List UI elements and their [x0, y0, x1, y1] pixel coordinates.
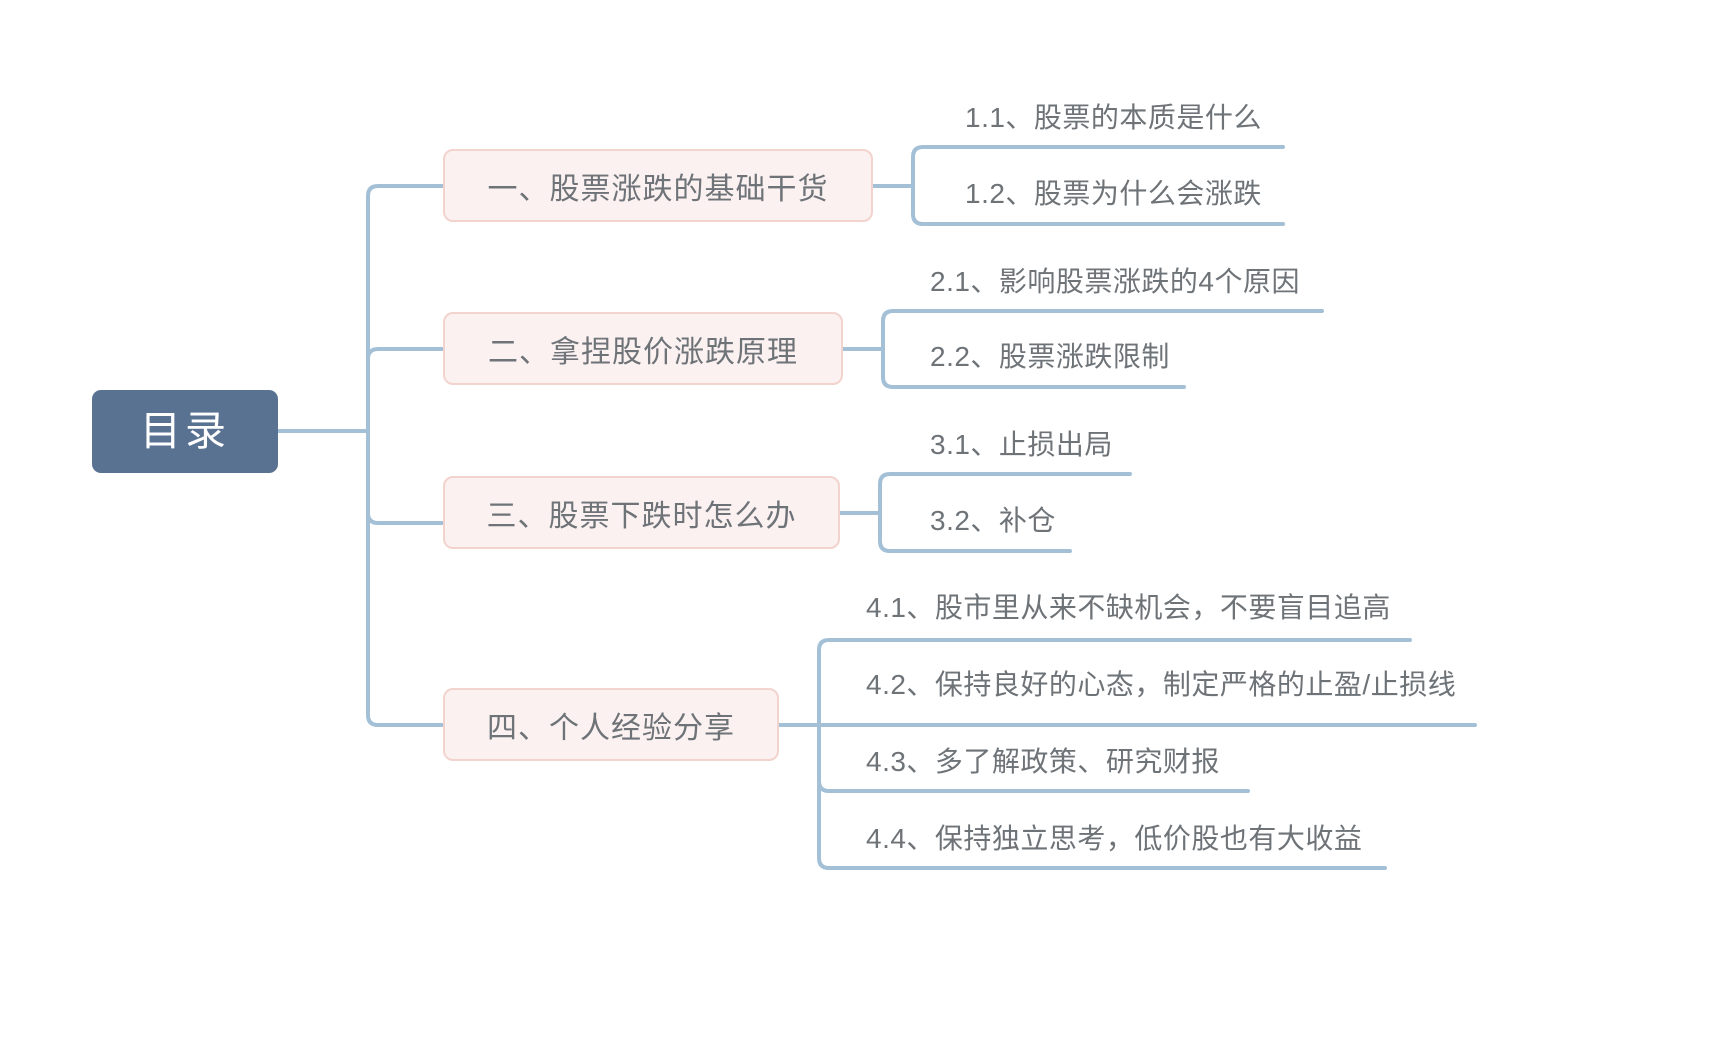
leaf-2-2[interactable]: 2.2、股票涨跌限制	[930, 343, 1170, 371]
branch-node-2-label: 二、拿捏股价涨跌原理	[488, 335, 798, 369]
leaf-4-1-label: 4.1、股市里从来不缺机会，不要盲目追高	[866, 592, 1391, 623]
trunk-branch-3	[366, 429, 445, 525]
root-node-label: 目录	[140, 408, 230, 454]
branch-node-4[interactable]: 四、个人经验分享	[443, 688, 779, 761]
branch-node-1-label: 一、股票涨跌的基础干货	[487, 172, 829, 206]
leaf-3-1[interactable]: 3.1、止损出局	[930, 431, 1113, 459]
branch-node-4-label: 四、个人经验分享	[487, 711, 735, 745]
branch-node-3[interactable]: 三、股票下跌时怎么办	[443, 476, 840, 549]
leaf-4-1[interactable]: 4.1、股市里从来不缺机会，不要盲目追高	[866, 594, 1391, 622]
leaf-2-2-label: 2.2、股票涨跌限制	[930, 341, 1170, 372]
branch-node-2[interactable]: 二、拿捏股价涨跌原理	[443, 312, 843, 385]
leaf-3-2[interactable]: 3.2、补仓	[930, 507, 1056, 535]
leaf-1-1-label: 1.1、股票的本质是什么	[965, 102, 1262, 133]
branch-node-3-label: 三、股票下跌时怎么办	[486, 499, 797, 533]
leaf-2-1-label: 2.1、影响股票涨跌的4个原因	[930, 266, 1300, 297]
leaf-4-2-label: 4.2、保持良好的心态，制定严格的止盈/止损线	[866, 669, 1457, 700]
leaf-4-4[interactable]: 4.4、保持独立思考，低价股也有大收益	[866, 825, 1362, 853]
leaf-3-1-label: 3.1、止损出局	[930, 429, 1113, 460]
leaf-4-2[interactable]: 4.2、保持良好的心态，制定严格的止盈/止损线	[866, 671, 1456, 699]
trunk-branch-1	[366, 184, 445, 433]
root-node[interactable]: 目录	[92, 390, 278, 473]
leaf-2-1[interactable]: 2.1、影响股票涨跌的4个原因	[930, 268, 1300, 296]
leaf-3-2-label: 3.2、补仓	[930, 505, 1056, 536]
leaf-4-4-label: 4.4、保持独立思考，低价股也有大收益	[866, 823, 1363, 854]
leaf-1-1[interactable]: 1.1、股票的本质是什么	[965, 104, 1262, 132]
leaf-1-2[interactable]: 1.2、股票为什么会涨跌	[965, 180, 1262, 208]
branch-node-1[interactable]: 一、股票涨跌的基础干货	[443, 149, 873, 222]
trunk-branch-2	[366, 347, 445, 433]
leaf-4-3-label: 4.3、多了解政策、研究财报	[866, 746, 1220, 777]
leaf-4-3[interactable]: 4.3、多了解政策、研究财报	[866, 748, 1220, 776]
leaf-1-2-label: 1.2、股票为什么会涨跌	[965, 178, 1262, 209]
trunk-branch-4	[366, 429, 445, 727]
